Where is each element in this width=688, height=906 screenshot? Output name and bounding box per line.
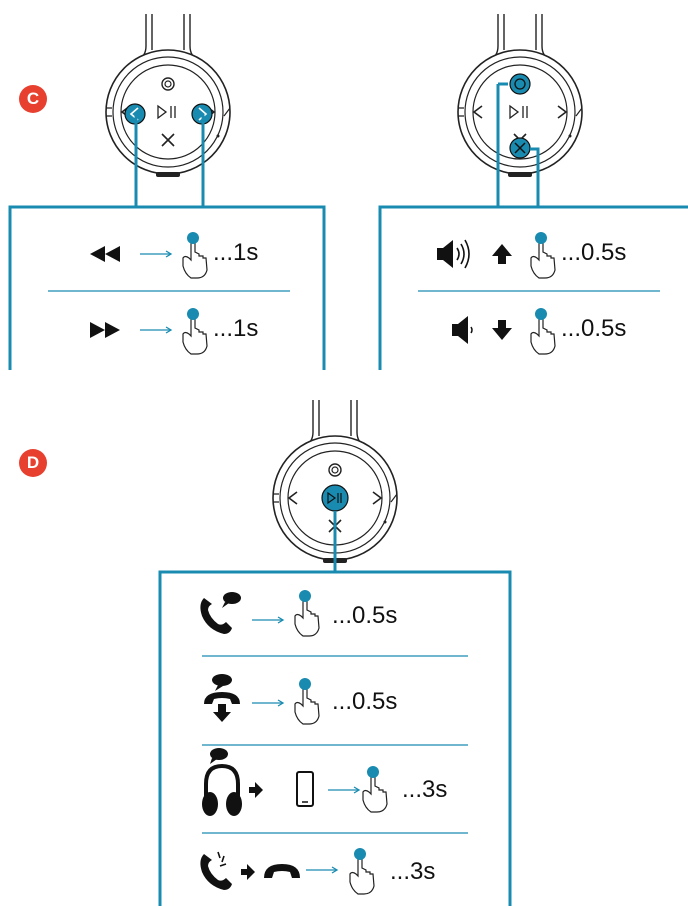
volume-down-icon [452,316,473,344]
arrow-down-icon [492,320,512,340]
duration-reject-call: ...3s [390,858,436,885]
headphone-center-illustration [272,399,398,564]
press-hand-icon [362,765,388,813]
arrow-right-icon [251,699,284,707]
duration-previous-track: ...1s [213,239,259,266]
press-hand-icon [530,231,556,279]
panel-track-skip-frame [8,205,326,370]
duration-answer-call: ...0.5s [332,602,398,629]
duration-end-call: ...0.5s [332,688,398,715]
duration-volume-down: ...0.5s [561,315,627,342]
arrow-right-icon [139,326,172,334]
headphone-right-illustration [457,13,583,178]
arrow-right-icon [327,786,360,794]
smartphone-icon [296,771,314,807]
arrow-right-icon [139,250,172,258]
arrow-up-icon [492,244,512,264]
headphone-small-icon [202,748,242,816]
duration-volume-up: ...0.5s [561,239,627,266]
press-hand-icon [349,847,375,895]
section-badge-c: C [19,85,47,113]
panel-volume-frame [378,205,688,370]
volume-up-icon [437,239,470,269]
press-hand-icon [182,307,208,355]
arrow-right-icon [305,866,338,874]
rewind-icon [90,246,120,262]
answer-call-icon [200,592,241,634]
press-hand-icon [294,677,320,725]
headphone-left-illustration [105,13,231,178]
incoming-call-icon [200,851,232,890]
arrow-right-solid-icon [249,782,263,798]
press-hand-icon [294,589,320,637]
end-call-icon [204,674,240,722]
panel-call-control-frame [158,570,512,906]
hang-up-icon [264,864,300,878]
arrow-right-icon [251,616,284,624]
press-hand-icon [182,231,208,279]
fast-forward-icon [90,322,120,338]
duration-transfer-audio: ...3s [402,776,448,803]
duration-next-track: ...1s [213,315,259,342]
press-hand-icon [530,307,556,355]
arrow-right-solid-icon [241,864,255,880]
section-badge-d: D [19,449,47,477]
